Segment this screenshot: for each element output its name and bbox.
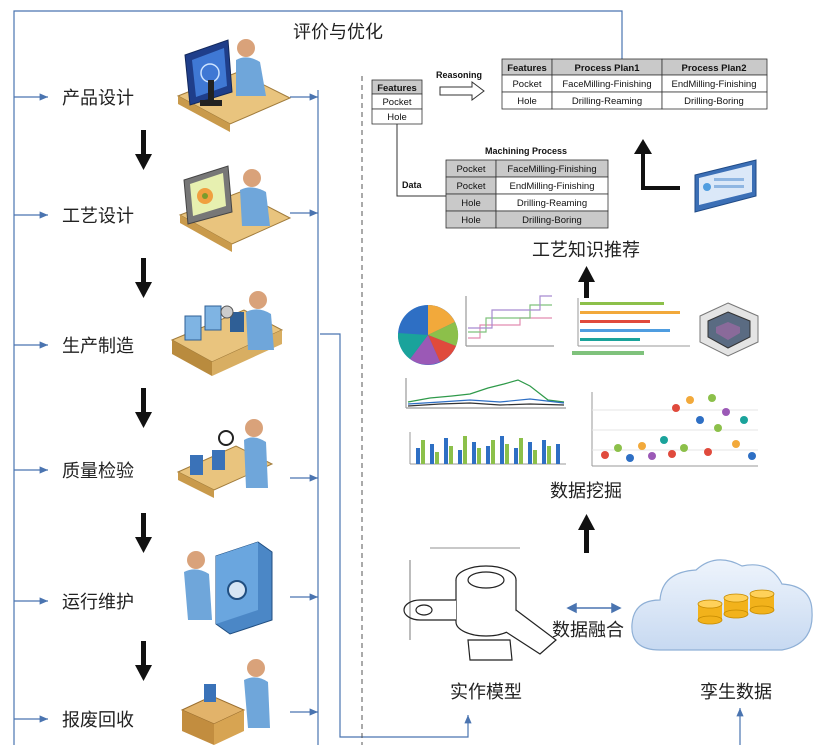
stage-label-process-design: 工艺设计 — [62, 206, 134, 227]
machining-table-cell: Drilling-Reaming — [517, 198, 587, 209]
data-connector — [396, 124, 446, 197]
process-plan-table: Features Process Plan1 Process Plan2 Poc… — [501, 58, 768, 110]
down-arrow-icon — [135, 130, 152, 170]
gantt-chart-thumbnail — [572, 298, 690, 355]
database-cylinder-icon — [697, 599, 723, 625]
machining-table-cell: EndMilling-Finishing — [509, 181, 594, 192]
machining-table-cell: Hole — [461, 215, 481, 226]
up-arrow-icon — [578, 266, 595, 298]
screen-icon — [694, 159, 757, 213]
down-arrow-icon — [135, 641, 152, 681]
step-line-chart-thumbnail — [465, 295, 554, 347]
stage-label-product-design: 产品设计 — [62, 88, 134, 109]
elbow-up-arrow-icon — [641, 150, 680, 190]
stage-output-arrows — [290, 93, 318, 716]
database-cylinder-icon — [749, 589, 775, 615]
arrow-head-icon — [634, 139, 652, 154]
plan-table-cell: EndMilling-Finishing — [671, 79, 756, 90]
data-fusion-label: 数据融合 — [552, 620, 624, 641]
data-label: Data — [402, 180, 423, 190]
stage-flow-arrows — [135, 130, 152, 681]
plan-table-header: Process Plan1 — [575, 63, 641, 74]
area-line-chart-thumbnail — [405, 378, 566, 409]
plan-table-header: Process Plan2 — [682, 63, 747, 74]
machining-table-title: Machining Process — [485, 146, 567, 156]
process-knowledge-label: 工艺知识推荐 — [532, 240, 640, 261]
plan-table-cell: Pocket — [512, 79, 541, 90]
twin-data-label: 孪生数据 — [700, 682, 772, 703]
process-design-illustration — [178, 165, 292, 252]
cad-part-model-icon — [403, 547, 557, 661]
evaluation-optimization-label: 评价与优化 — [293, 22, 383, 43]
features-table: Features Pocket Hole — [371, 79, 423, 125]
reasoning-arrow-icon — [439, 81, 485, 101]
plan-table-cell: Drilling-Reaming — [572, 96, 642, 107]
plan-table-cell: Drilling-Boring — [684, 96, 744, 107]
plan-table-header: Features — [507, 63, 547, 74]
stage-label-quality-inspection: 质量检验 — [62, 461, 134, 482]
cloud-storage-icon — [631, 559, 813, 651]
quality-inspection-illustration — [176, 419, 274, 498]
machining-process-table: Pocket FaceMilling-Finishing Pocket EndM… — [445, 159, 609, 229]
manufacturing-illustration — [170, 291, 284, 376]
data-fusion-arrow — [566, 602, 622, 614]
stage-label-recycling: 报废回收 — [62, 710, 134, 731]
down-arrow-icon — [135, 513, 152, 553]
machining-table-cell: FaceMilling-Finishing — [507, 164, 596, 175]
machining-table-cell: Drilling-Boring — [522, 215, 582, 226]
up-arrow-icon — [578, 514, 595, 553]
bar-chart-thumbnail — [409, 432, 566, 465]
features-table-cell: Pocket — [382, 97, 411, 108]
data-mining-label: 数据挖掘 — [550, 481, 622, 502]
plan-table-cell: FaceMilling-Finishing — [562, 79, 651, 90]
down-arrow-icon — [135, 258, 152, 298]
recycling-illustration — [180, 659, 270, 745]
features-table-cell: Hole — [387, 112, 407, 123]
stage-label-manufacturing: 生产制造 — [62, 336, 134, 357]
product-design-illustration — [176, 39, 292, 132]
stage-input-arrows — [14, 93, 48, 723]
scatter-plot-thumbnail — [591, 392, 758, 467]
physical-model-label: 实作模型 — [450, 682, 522, 703]
features-table-header: Features — [377, 83, 417, 94]
machining-table-cell: Pocket — [456, 164, 485, 175]
reasoning-label: Reasoning — [436, 70, 482, 80]
database-cylinder-icon — [723, 593, 749, 619]
down-arrow-icon — [135, 388, 152, 428]
machining-table-cell: Pocket — [456, 181, 485, 192]
pie-chart-thumbnail — [397, 305, 459, 365]
radar-chart-thumbnail — [699, 302, 759, 357]
stage-label-operation-maintenance: 运行维护 — [62, 592, 134, 613]
plan-table-cell: Hole — [517, 96, 537, 107]
operation-maintenance-illustration — [184, 541, 273, 635]
machining-table-cell: Hole — [461, 198, 481, 209]
